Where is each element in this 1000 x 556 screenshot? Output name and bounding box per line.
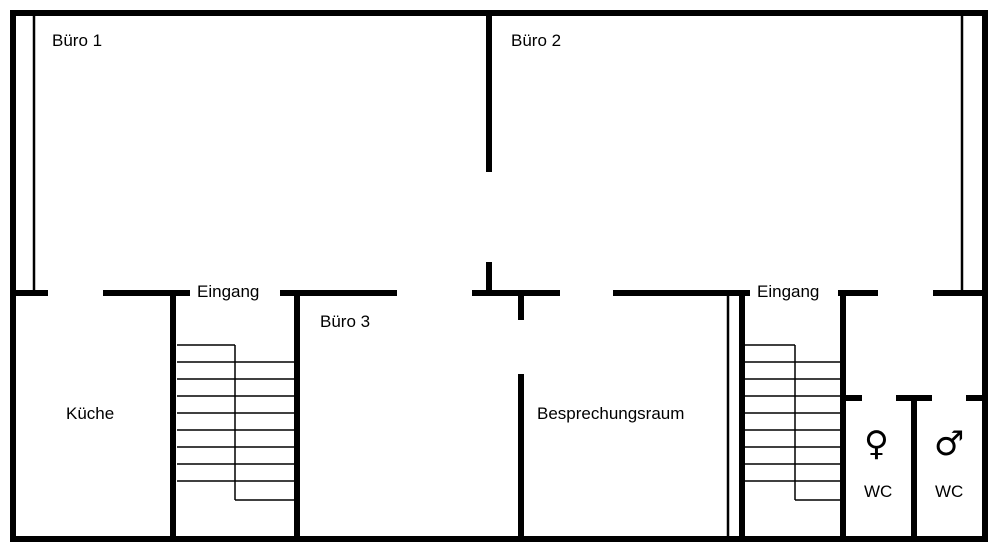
label-wc-male: WC [935,482,964,501]
male-symbol-icon: ♂ [934,424,965,464]
label-buero-3: Büro 3 [320,312,371,331]
label-kueche: Küche [66,404,115,423]
label-eingang-left: Eingang [197,282,260,301]
right-staircase [745,344,843,501]
label-buero-2: Büro 2 [511,31,562,50]
wc-walls [843,395,985,539]
label-buero-1: Büro 1 [52,31,103,50]
right-entrance-walls [726,293,846,539]
female-symbol-icon: ♀ [864,424,889,464]
left-staircase [177,344,297,501]
label-besprechungsraum: Besprechungsraum [537,404,685,423]
label-eingang-right: Eingang [757,282,820,301]
window-lines [32,13,964,293]
kitchen-walls [170,293,300,539]
label-wc-female: WC [864,482,893,501]
